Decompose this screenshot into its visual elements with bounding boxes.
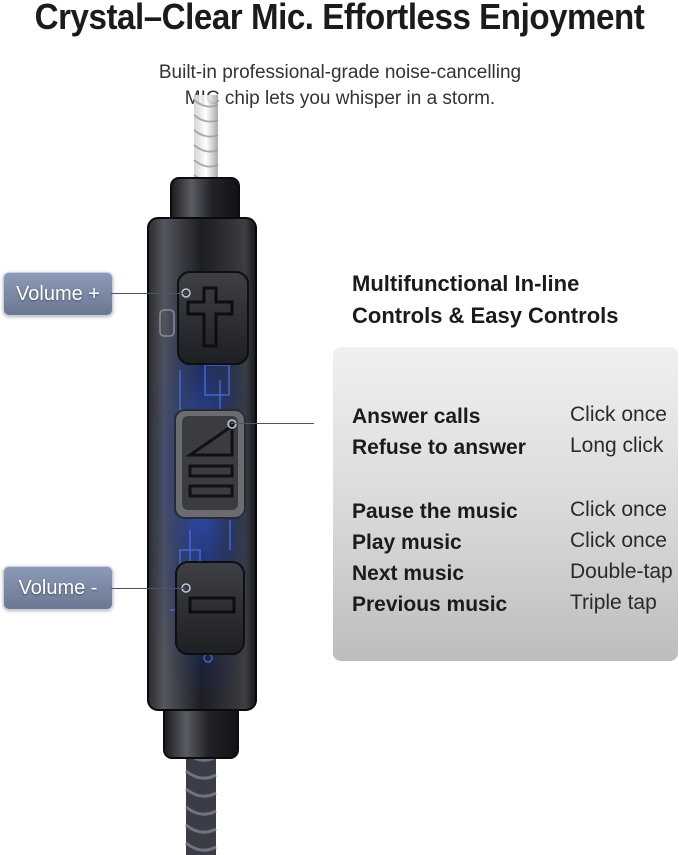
control-action: Previous music <box>352 593 508 616</box>
subtitle-line-2: MIC chip lets you whisper in a storm. <box>184 88 496 109</box>
volume-down-connector <box>111 588 186 589</box>
control-gesture: Click once <box>570 529 667 552</box>
control-gesture: Click once <box>570 403 667 426</box>
control-gesture: Double-tap <box>570 560 673 583</box>
subtitle-line-1: Built-in professional-grade noise-cancel… <box>158 62 522 83</box>
controls-heading: Multifunctional In-line Controls & Easy … <box>352 268 672 332</box>
inline-remote <box>147 177 257 759</box>
control-action: Next music <box>352 562 465 585</box>
volume-up-connector <box>111 293 186 294</box>
cable-top <box>193 95 219 190</box>
volume-up-label: Volume + <box>3 272 113 316</box>
control-action: Refuse to answer <box>352 436 526 459</box>
controls-heading-line-2: Controls & Easy Controls <box>352 303 619 328</box>
controls-heading-line-1: Multifunctional In-line <box>352 271 580 296</box>
plus-icon <box>186 286 234 348</box>
control-action: Pause the music <box>352 500 518 523</box>
control-action: Play music <box>352 531 462 554</box>
control-gesture: Click once <box>570 498 667 521</box>
minus-icon <box>188 596 236 614</box>
headline: Crystal–Clear Mic. Effortless Enjoyment <box>34 0 645 37</box>
cable-bottom <box>185 745 217 855</box>
volume-down-label: Volume - <box>3 566 113 610</box>
controls-panel <box>333 347 678 661</box>
control-action: Answer calls <box>352 405 481 428</box>
play-pause-icon <box>185 423 234 457</box>
control-gesture: Long click <box>570 434 664 457</box>
control-gesture: Triple tap <box>570 591 657 614</box>
multi-button-connector <box>232 423 314 424</box>
subtitle: Built-in professional-grade noise-cancel… <box>100 60 580 112</box>
